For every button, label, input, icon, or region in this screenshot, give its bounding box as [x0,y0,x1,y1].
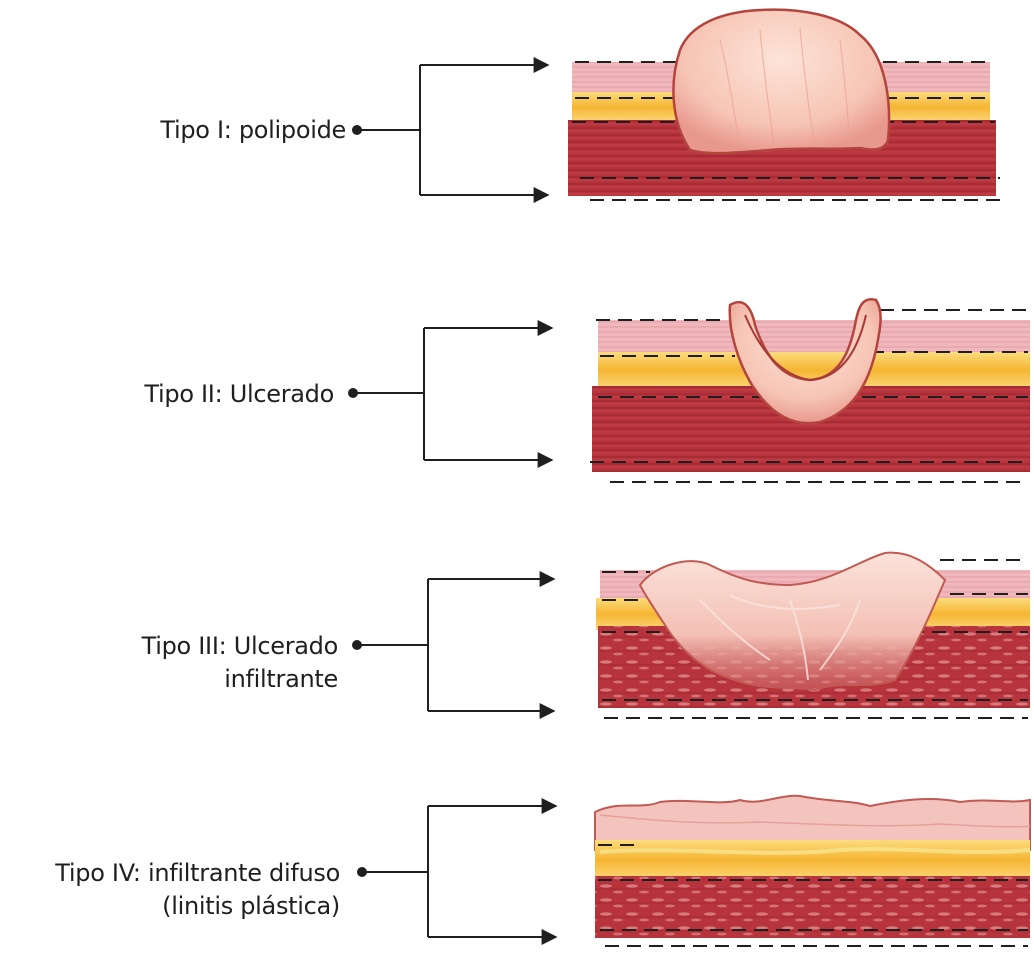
type-2-bracket [353,328,424,460]
type-4-bracket [362,806,428,937]
type-3-illustration [596,553,1030,718]
type-2-illustration [590,299,1030,482]
connectors [348,65,556,937]
type-1-illustration [568,10,1000,200]
type-1-bracket [357,65,420,195]
polyp-tumor [673,10,889,153]
type-3-bracket [357,579,428,711]
type-4-illustration [595,796,1030,946]
